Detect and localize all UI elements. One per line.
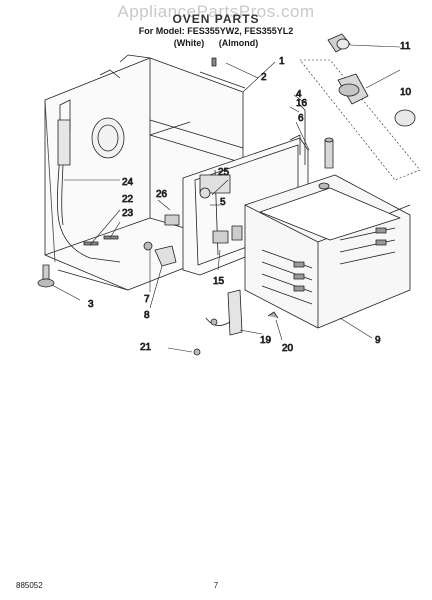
callout-6: 6 xyxy=(298,113,304,124)
bracket xyxy=(205,289,243,336)
callout-24: 24 xyxy=(122,177,134,188)
callout-10: 10 xyxy=(400,87,412,98)
callout-11: 11 xyxy=(400,41,411,52)
oven-light-assembly xyxy=(299,33,421,181)
callout-23: 23 xyxy=(122,208,134,219)
document-number: 885052 xyxy=(16,581,43,590)
leader-lines xyxy=(64,44,401,353)
callout-22: 22 xyxy=(122,194,134,205)
model-line: For Model: FES355YW2, FES355YL2 xyxy=(0,26,432,36)
callout-16: 16 xyxy=(296,98,308,109)
callout-26: 26 xyxy=(156,189,168,200)
callout-3: 3 xyxy=(88,299,94,310)
callout-20: 20 xyxy=(282,343,294,354)
wire-harness xyxy=(57,119,121,263)
callout-labels: 2 1 4 16 6 10 11 24 22 23 26 25 5 7 8 15… xyxy=(88,41,412,355)
callout-4: 4 xyxy=(296,89,302,100)
callout-5: 5 xyxy=(220,197,226,208)
callout-9: 9 xyxy=(375,335,381,346)
model-numbers: FES355YW2, FES355YL2 xyxy=(187,26,294,36)
model-prefix: For Model: xyxy=(138,26,185,36)
control-components xyxy=(143,187,229,267)
callout-7: 7 xyxy=(144,294,150,305)
callout-8: 8 xyxy=(144,310,150,321)
color-line: (White) (Almond) xyxy=(0,38,432,48)
color-white: (White) xyxy=(173,38,205,48)
callout-1: 1 xyxy=(279,56,285,67)
callout-19: 19 xyxy=(260,335,272,346)
color-almond: (Almond) xyxy=(218,38,259,48)
oven-sensor xyxy=(297,102,334,169)
leveling-leg xyxy=(37,264,81,301)
page-title: OVEN PARTS xyxy=(172,12,260,26)
callout-21: 21 xyxy=(140,342,152,353)
callout-15: 15 xyxy=(213,276,225,287)
callout-25: 25 xyxy=(218,167,230,178)
page-number: 7 xyxy=(213,581,219,590)
callout-2: 2 xyxy=(261,72,267,83)
oven-cavity xyxy=(244,174,411,329)
watermark: AppliancePartsPros.com xyxy=(117,2,315,21)
